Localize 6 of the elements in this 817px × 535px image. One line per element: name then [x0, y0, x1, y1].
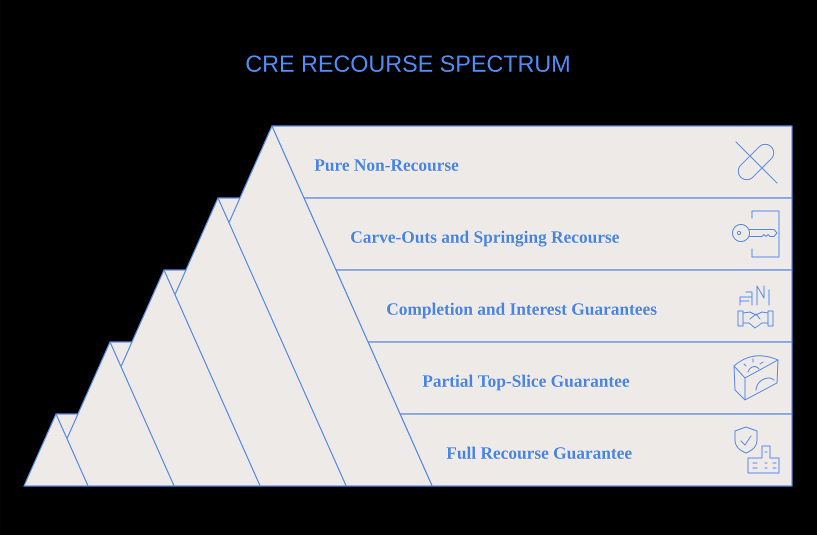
- band: Completion and Interest Guarantees: [335, 269, 793, 343]
- band: Carve-Outs and Springing Recourse: [303, 197, 793, 271]
- band: Pure Non-Recourse: [271, 125, 793, 199]
- band: Full Recourse Guarantee: [400, 413, 793, 487]
- band: Partial Top-Slice Guarantee: [368, 341, 793, 415]
- title: CRE RECOURSE SPECTRUM: [246, 55, 569, 72]
